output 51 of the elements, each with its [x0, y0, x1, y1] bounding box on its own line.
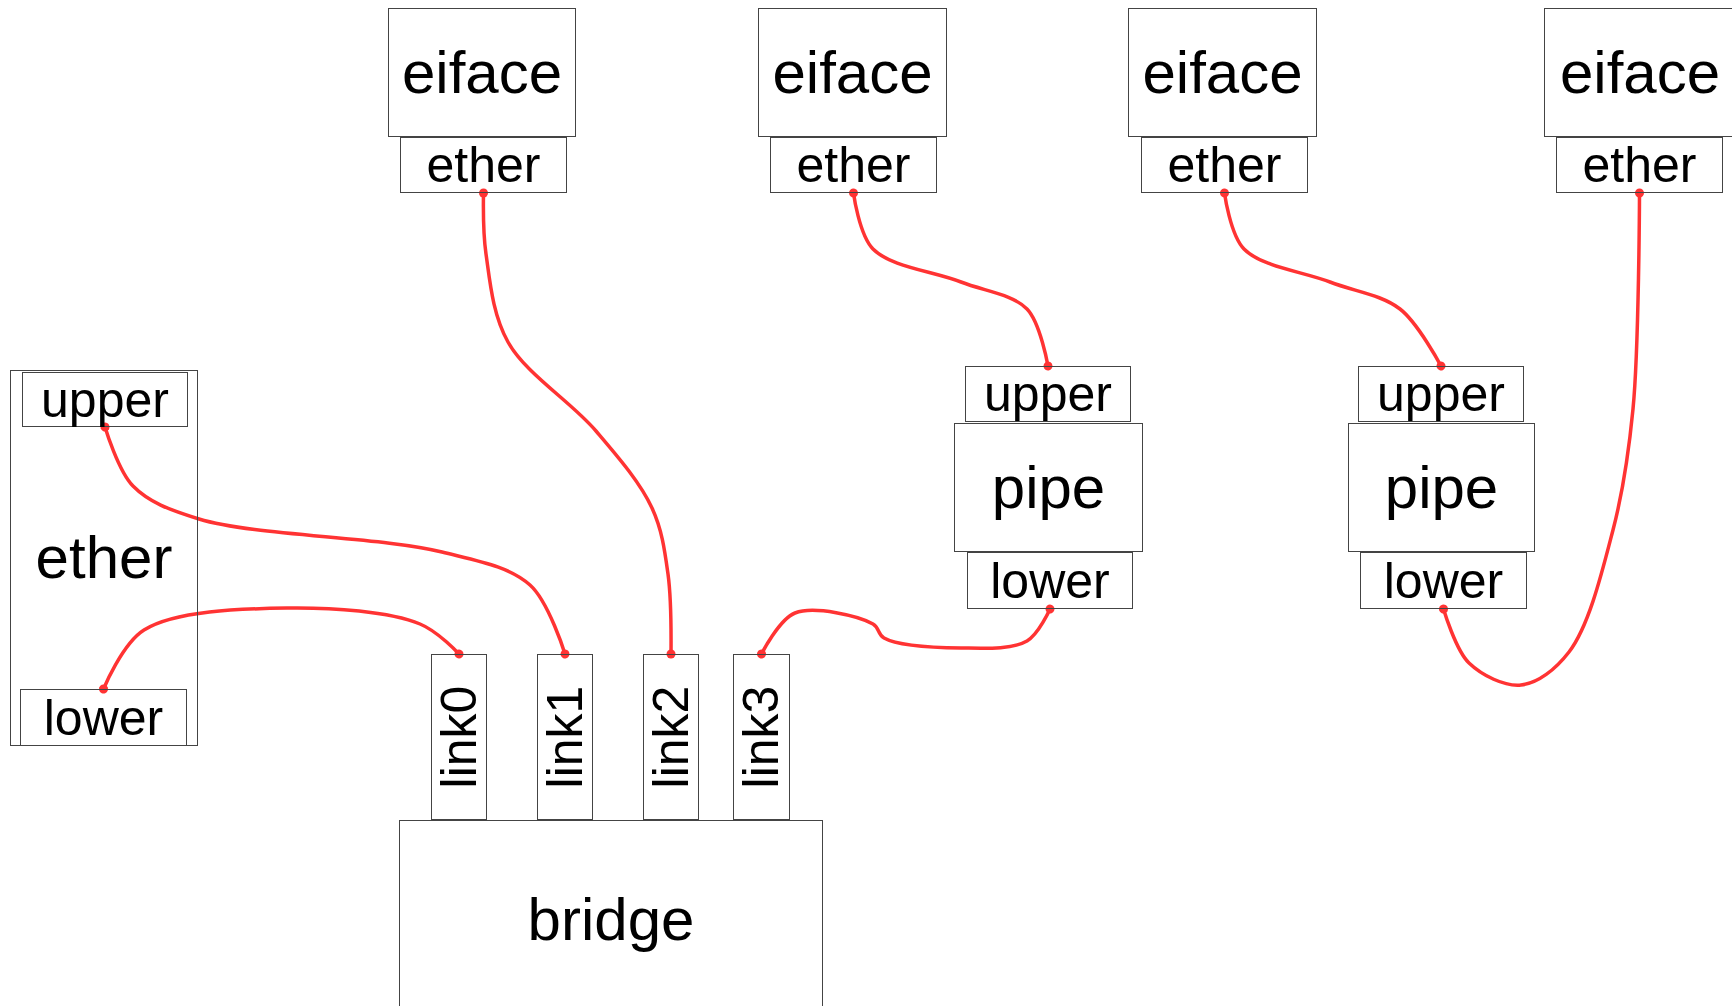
hook-box [1358, 366, 1524, 422]
module-box [10, 370, 198, 746]
module-box [1348, 423, 1535, 552]
node-label: upper [1377, 369, 1505, 419]
hook-box [431, 654, 487, 820]
node-label: upper [41, 374, 169, 425]
hook-box [643, 654, 699, 820]
node-label: link0 [434, 685, 484, 789]
node-label: eiface [401, 42, 563, 103]
hook-box [770, 137, 937, 193]
node-label: lower [43, 692, 164, 743]
connector-line [1220, 188, 1446, 371]
hook-box [733, 654, 790, 820]
hook-box [965, 366, 1131, 422]
node-label: link3 [736, 685, 787, 789]
hook-box [1360, 552, 1527, 609]
node-label: link1 [540, 685, 590, 789]
hook-box [537, 654, 593, 820]
node-label: pipe [991, 457, 1106, 518]
module-box [1128, 8, 1317, 137]
node-label: ether [1582, 140, 1697, 190]
module-box [1544, 8, 1732, 137]
node-label: lower [990, 555, 1110, 606]
node-label: eiface [1142, 42, 1303, 103]
node-label: ether [35, 528, 173, 588]
module-box [399, 820, 823, 1006]
connector-line [849, 188, 1053, 371]
node-label: ether [796, 140, 911, 190]
node-label: ether [426, 140, 541, 190]
node-label: eiface [772, 42, 933, 103]
connector-line [99, 606, 464, 694]
hook-box [20, 689, 187, 746]
module-box [388, 8, 576, 137]
node-label: bridge [527, 890, 695, 950]
connector-line [1439, 188, 1644, 687]
node-label: link2 [646, 685, 696, 789]
module-box [758, 8, 947, 137]
connector-line [100, 422, 570, 659]
hook-box [1556, 137, 1723, 193]
connector-line [757, 604, 1055, 659]
node-label: pipe [1384, 457, 1499, 518]
node-label: ether [1167, 140, 1282, 190]
module-box [954, 423, 1143, 552]
node-label: eiface [1559, 42, 1721, 103]
node-label: lower [1383, 555, 1504, 606]
node-label: upper [984, 369, 1112, 419]
hook-box [967, 552, 1133, 609]
hook-box [400, 137, 567, 193]
hook-box [22, 372, 188, 427]
connector-line [479, 188, 676, 659]
hook-box [1141, 137, 1308, 193]
